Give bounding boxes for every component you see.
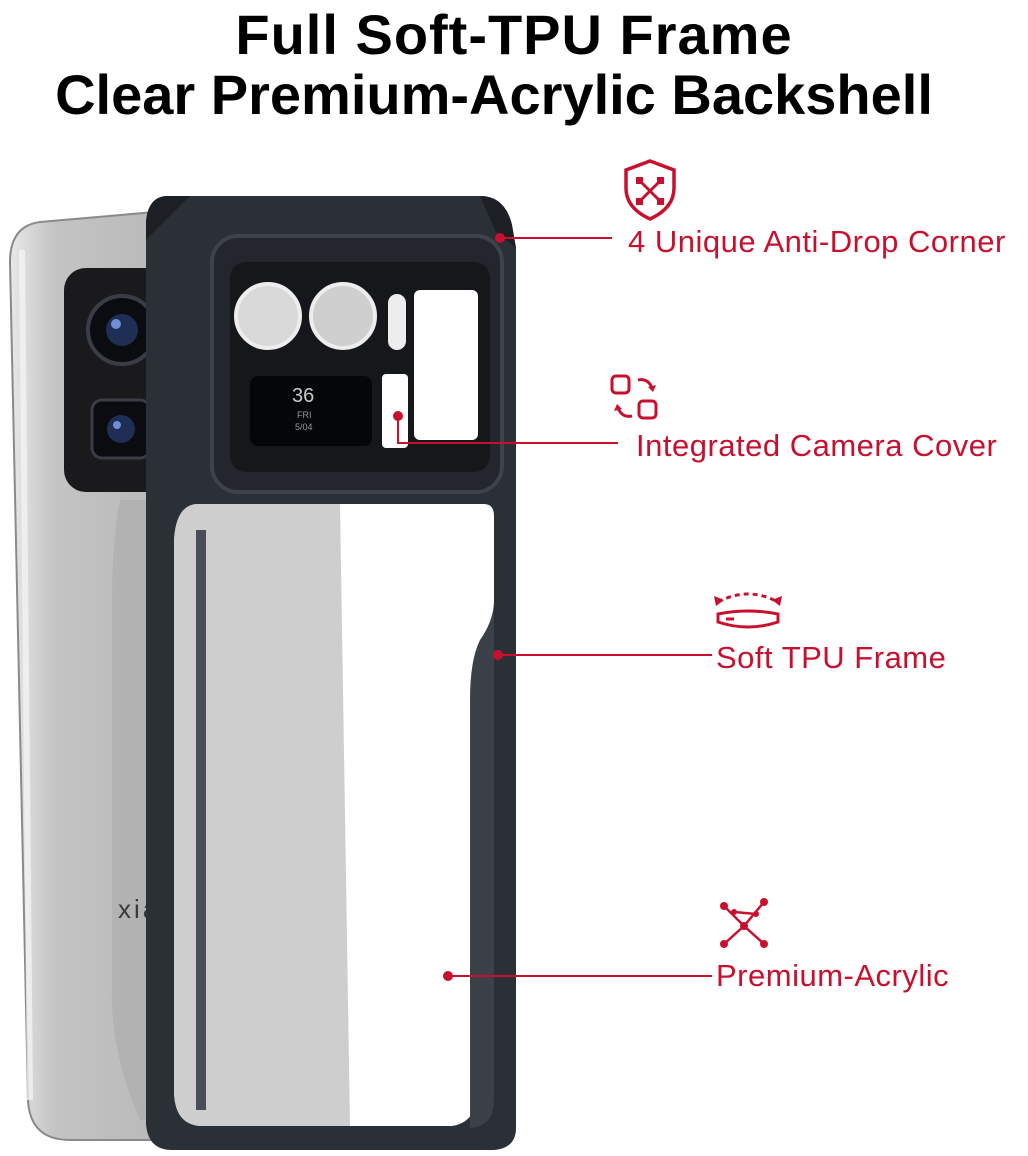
feature-label-acrylic: Premium-Acrylic [716,958,950,993]
callout-acrylic [443,971,712,981]
feature-label-anti-drop: 4 Unique Anti-Drop Corner [628,224,1006,259]
molecule-icon [720,898,768,948]
shield-icon [624,159,676,221]
title-line-1: Full Soft-TPU Frame [235,3,793,66]
callout-tpu [493,650,712,660]
title-line-2: Clear Premium-Acrylic Backshell [55,63,933,126]
clock-date: 5/04 [295,422,313,432]
feature-label-tpu-frame: Soft TPU Frame [716,640,947,675]
rotate-squares-icon [610,374,658,420]
callout-anti-drop [495,233,612,243]
callout-camera [393,411,618,444]
feature-label-camera-cover: Integrated Camera Cover [636,428,998,463]
clock-digits: 36 [292,385,314,407]
clock-day: FRI [297,410,312,420]
case-frame [146,196,516,1150]
flex-bend-icon [714,592,782,629]
